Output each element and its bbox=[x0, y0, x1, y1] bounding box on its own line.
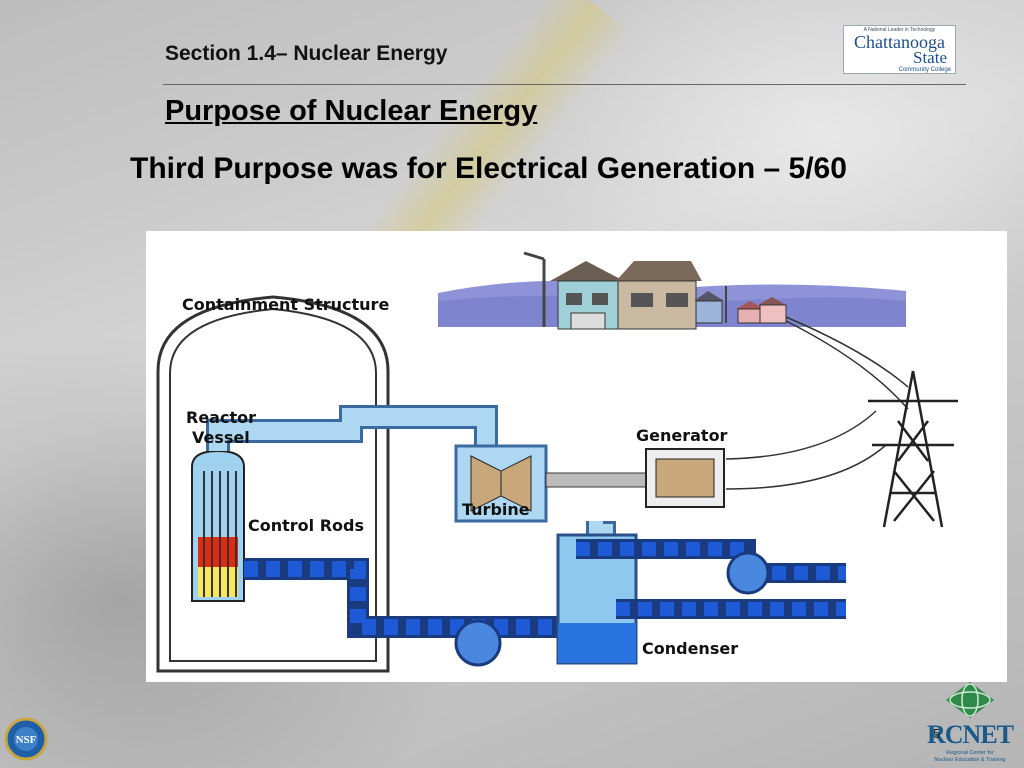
label-vessel: Vessel bbox=[192, 428, 250, 447]
rcnet-logo: RCNET Regional Center for Nuclear Educat… bbox=[924, 680, 1016, 766]
header-rule bbox=[163, 84, 966, 85]
plant-diagram-svg: Containment Structure Reactor Vessel Con… bbox=[156, 251, 958, 673]
power-line-top bbox=[785, 316, 909, 388]
condenser bbox=[556, 533, 638, 665]
transmission-tower-icon bbox=[868, 370, 958, 528]
pump-icon bbox=[454, 619, 502, 667]
reactor-vessel bbox=[191, 449, 245, 602]
power-line-gen2 bbox=[725, 444, 887, 490]
turbine-shaft bbox=[545, 472, 647, 488]
nsf-logo-text: NSF bbox=[16, 734, 37, 746]
label-turbine: Turbine bbox=[462, 500, 530, 519]
generator bbox=[645, 448, 725, 508]
rcnet-logo-sub1: Regional Center for bbox=[946, 750, 994, 756]
chattanooga-state-logo: A National Leader in Technology Chattano… bbox=[843, 25, 956, 74]
logo-tagline: A National Leader in Technology bbox=[863, 27, 936, 33]
label-generator: Generator bbox=[636, 426, 728, 445]
house-icon bbox=[550, 261, 702, 330]
page-heading: Purpose of Nuclear Energy bbox=[165, 95, 538, 127]
logo-line-state: State bbox=[913, 48, 947, 67]
rcnet-emblem-icon bbox=[946, 682, 994, 718]
cooling-pump-icon bbox=[726, 551, 770, 595]
logo-line-chattanooga: Chattanooga bbox=[854, 32, 945, 52]
page-subtitle: Third Purpose was for Electrical Generat… bbox=[130, 152, 847, 185]
logo-line-college: Community College bbox=[898, 67, 951, 73]
section-title: Section 1.4– Nuclear Energy bbox=[165, 42, 448, 65]
label-reactor: Reactor bbox=[186, 408, 256, 427]
small-houses-icon bbox=[694, 286, 787, 324]
label-control-rods: Control Rods bbox=[248, 516, 364, 535]
rcnet-logo-sub2: Nuclear Education & Training bbox=[934, 757, 1006, 763]
power-line-top2 bbox=[785, 320, 909, 410]
nuclear-plant-diagram: Containment Structure Reactor Vessel Con… bbox=[146, 231, 1007, 682]
page-number: 5 bbox=[933, 726, 941, 741]
street-lamp-icon bbox=[523, 251, 546, 327]
label-condenser: Condenser bbox=[642, 639, 738, 658]
label-containment: Containment Structure bbox=[182, 295, 389, 314]
power-line-gen bbox=[725, 410, 877, 460]
turbine bbox=[454, 444, 548, 523]
nsf-logo: NSF bbox=[4, 717, 48, 761]
nsf-seal-icon: NSF bbox=[4, 717, 48, 761]
rcnet-logo-name: RCNET bbox=[926, 720, 1014, 749]
